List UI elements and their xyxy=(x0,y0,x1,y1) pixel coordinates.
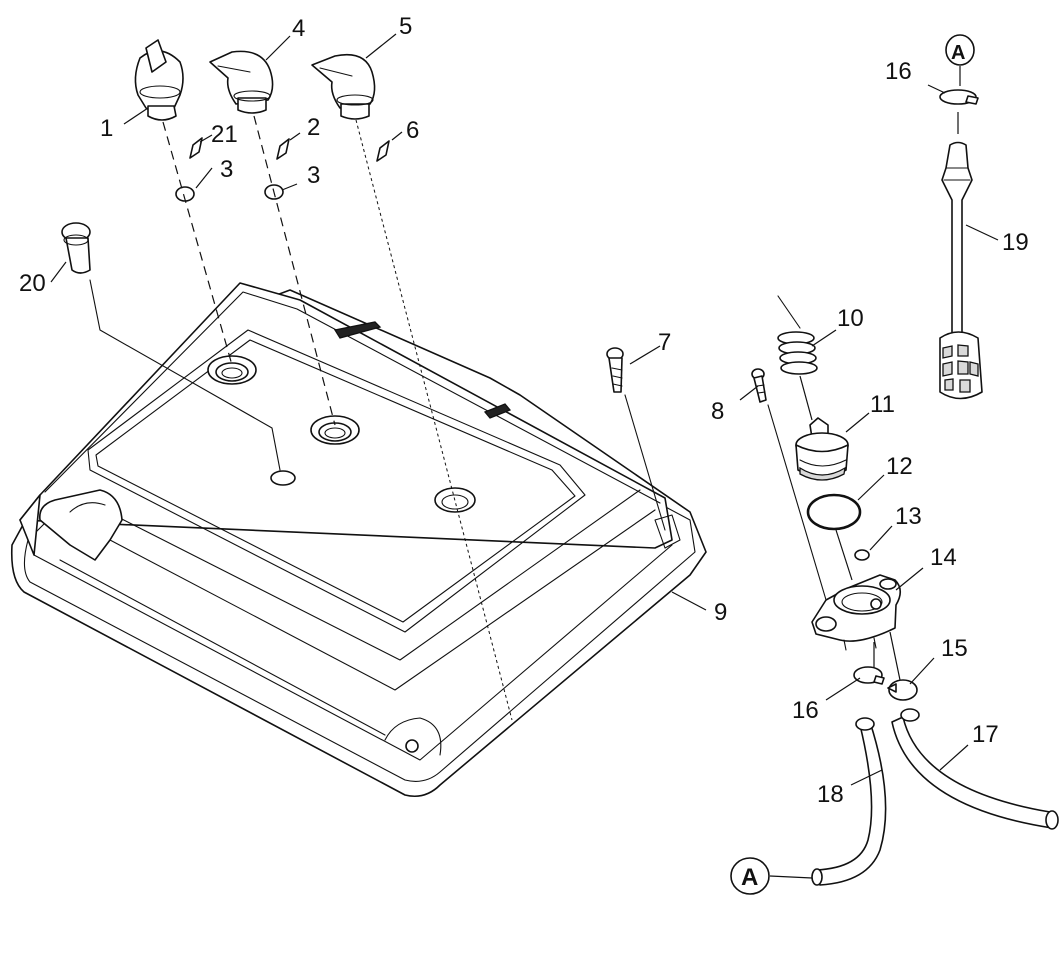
reference-a-top-label: A xyxy=(951,42,965,64)
callout-11: 11 xyxy=(870,391,895,418)
callout-numbers: 1 21 3 4 2 3 5 6 20 7 8 9 10 11 12 13 14… xyxy=(19,13,1029,808)
callout-18: 18 xyxy=(817,781,844,808)
cap-4 xyxy=(209,50,274,114)
callout-4: 4 xyxy=(292,15,305,42)
tank-opening-2 xyxy=(310,415,360,445)
tank-mount-boss xyxy=(384,717,442,756)
tank-opening-1 xyxy=(207,355,257,385)
valve-11 xyxy=(795,417,849,481)
tank-body xyxy=(10,282,707,798)
reference-a-bottom: A xyxy=(730,857,770,895)
callout-16-bottom: 16 xyxy=(792,697,819,724)
callout-10: 10 xyxy=(837,305,864,332)
callout-6: 6 xyxy=(406,117,419,144)
callout-20: 20 xyxy=(19,270,46,297)
bolt-8 xyxy=(751,368,767,403)
plug-20 xyxy=(61,222,91,274)
suction-pipe-19 xyxy=(939,141,983,400)
callout-7: 7 xyxy=(658,329,671,356)
ring-13 xyxy=(854,549,870,561)
bolt-7 xyxy=(606,347,624,393)
callout-8: 8 xyxy=(711,398,724,425)
callout-17: 17 xyxy=(972,721,999,748)
callout-5: 5 xyxy=(399,13,412,40)
callout-14: 14 xyxy=(930,544,957,571)
key-21 xyxy=(189,137,203,159)
clamp-15 xyxy=(887,679,918,701)
key-6 xyxy=(376,140,390,162)
clamp-16-bottom xyxy=(853,666,885,685)
callout-3-right: 3 xyxy=(307,162,320,189)
key-2 xyxy=(276,138,290,160)
o-ring-12 xyxy=(806,493,862,531)
reference-a-bottom-label: A xyxy=(741,864,758,891)
cap-5 xyxy=(311,53,376,120)
callout-3-left: 3 xyxy=(220,156,233,183)
tank-plug-hole xyxy=(270,470,296,486)
hose-17 xyxy=(891,708,1059,830)
spring-10 xyxy=(777,295,818,375)
callout-1: 1 xyxy=(100,115,113,142)
valve-housing-14 xyxy=(811,574,902,651)
callout-13: 13 xyxy=(895,503,922,530)
cap-1 xyxy=(134,39,184,121)
callout-12: 12 xyxy=(886,453,913,480)
callout-9: 9 xyxy=(714,599,727,626)
callout-15: 15 xyxy=(941,635,968,662)
callout-19: 19 xyxy=(1002,229,1029,256)
callout-2: 2 xyxy=(307,114,320,141)
callout-21: 21 xyxy=(211,121,238,148)
clamp-16-top xyxy=(939,89,979,105)
callout-leaders xyxy=(50,33,999,786)
hose-18 xyxy=(811,717,887,886)
reference-a-top: A xyxy=(945,34,975,66)
callout-16-top: 16 xyxy=(885,58,912,85)
